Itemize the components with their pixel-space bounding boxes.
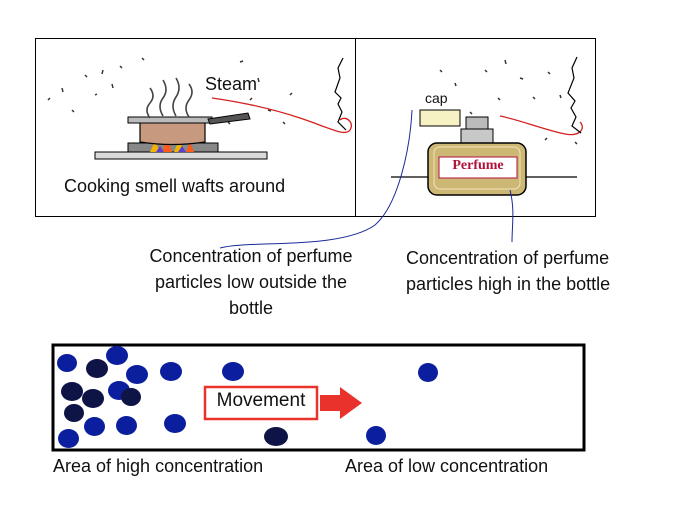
particle [160,362,182,381]
movement-label: Movement [216,390,306,411]
steam-label: Steam [205,74,258,94]
particle [366,426,386,445]
steam-pointer-line [211,97,352,134]
perfume-cap [419,109,461,127]
particle [84,417,105,436]
smell-specks-right [439,59,578,145]
movement-label-box [203,385,319,421]
diffusion-container [51,343,586,452]
stove-top [94,151,268,160]
particle [418,363,438,382]
high-inside-annotation: Concentration of perfume particles high … [406,245,662,297]
low-outside-line-2: particles low outside the [154,272,348,292]
low-concentration-area-label: Area of low concentration [345,456,549,476]
pot-rim [127,116,213,124]
particle [264,427,288,446]
cap-label: cap [425,90,448,106]
bottle-inner-rim [433,146,521,190]
particle [82,389,104,408]
low-concentration-leader [219,109,413,249]
particle [57,354,77,372]
scent-pointer-line [499,115,583,136]
particle [106,346,128,365]
bottle-neck-top [465,116,489,130]
nose-outline-right [567,56,582,134]
low-outside-line-3: bottle [228,298,274,318]
particle [121,388,141,406]
particle [222,362,244,381]
panel-divider [355,38,356,217]
perfume-bottle-label: Perfume [452,158,504,173]
low-outside-annotation: Concentration of perfume particles low o… [118,243,384,321]
particle [126,365,148,384]
high-concentration-leader [509,189,514,243]
particle [61,382,83,401]
particle [58,429,79,448]
high-concentration-area-label: Area of high concentration [53,456,264,476]
bottle-label-box [438,156,518,179]
smell-specks-left [47,57,293,125]
bottle-neck [460,128,494,144]
steam-wisps [146,77,193,119]
low-outside-line-1: Concentration of perfume [149,246,353,266]
movement-arrow-icon [320,387,362,419]
nose-outline-left [334,57,347,131]
pot-body [139,121,206,146]
high-inside-line-1: Concentration of perfume [406,248,610,268]
high-inside-line-2: particles high in the bottle [406,274,611,294]
cooking-caption: Cooking smell wafts around [64,176,286,196]
particle [64,404,84,422]
pot-handle [207,112,251,125]
particle [164,414,186,433]
particle [86,359,108,378]
particle [116,416,137,435]
